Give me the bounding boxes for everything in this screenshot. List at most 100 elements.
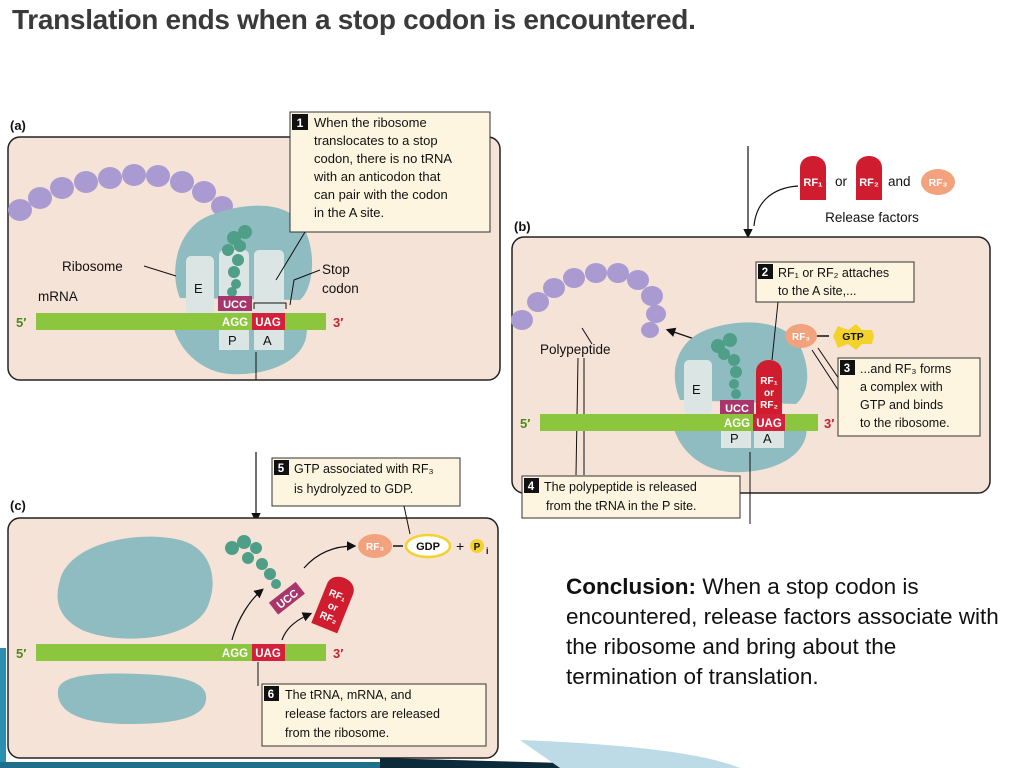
panel-c-rf-line2: or: [326, 600, 339, 614]
panel-a-site-p: P: [228, 333, 237, 348]
panel-c-step6-callout: [261, 683, 487, 747]
release-factors-label: Release factors: [825, 210, 919, 225]
panel-a: (a) E P A: [7, 111, 501, 381]
panel-b-bound-rf-line3: RF₂: [760, 400, 778, 411]
panel-b-step2-callout: [755, 261, 915, 303]
svg-text:to the ribosome.: to the ribosome.: [860, 416, 950, 430]
panel-b-polypeptide-label: Polypeptide: [540, 342, 611, 357]
panel-c-pi-shape: [470, 539, 484, 553]
panel-c-stop-codon: UAG: [255, 648, 281, 660]
panel-b-site-e: E: [692, 382, 701, 397]
panel-b-step2-line2: to the A site,...: [778, 284, 857, 298]
svg-text:can pair with the codon: can pair with the codon: [314, 187, 448, 202]
panel-c-step5-number: 5: [278, 463, 285, 475]
panel-b-gtp-burst: [833, 324, 874, 350]
panel-b-polypeptide: [511, 263, 666, 338]
panel-a-site-e-box: [186, 256, 214, 316]
rf3-label: RF₃: [929, 177, 948, 189]
panel-b-bound-rf: [756, 360, 782, 414]
panel-c: (c) UCC RF₁ or RF₂ RF₃ GDP: [7, 452, 499, 759]
panel-c-large-subunit: [57, 536, 213, 639]
panel-c-released-rf: [311, 576, 354, 634]
rf-or-label: or: [835, 174, 848, 189]
panel-c-plus: +: [456, 538, 464, 554]
panel-b-step3-number: 3: [844, 363, 850, 375]
panel-a-site-e: E: [194, 281, 203, 296]
panel-c-label: (c): [10, 498, 26, 513]
panel-c-pi-sub: i: [486, 546, 489, 556]
panel-c-step5-line2: is hydrolyzed to GDP.: [294, 482, 413, 496]
panel-a-site-a: A: [263, 333, 272, 348]
panel-a-mrna-label: mRNA: [38, 289, 78, 304]
panel-c-codon-p: AGG: [222, 648, 248, 660]
panel-b-rf3: [785, 324, 817, 348]
svg-text:translocates to a stop: translocates to a stop: [314, 133, 438, 148]
panel-a-stop-label-2: codon: [322, 281, 359, 296]
conclusion-body: When a stop codon is encountered, releas…: [566, 574, 999, 689]
slide-footer-decoration: [0, 648, 740, 768]
panel-a-stop-label-1: Stop: [322, 262, 350, 277]
panel-b-step3-text: ...and RF₃ forms a complex with GTP and …: [860, 362, 951, 430]
panel-c-rf3: [358, 534, 392, 558]
panel-a-step1-text: When the ribosome translocates to a stop…: [313, 115, 452, 220]
panel-b-gtp: GTP: [842, 331, 864, 343]
panel-a-3prime: 3′: [333, 315, 343, 330]
panel-c-3prime: 3′: [333, 646, 343, 661]
svg-text:...and RF₃ forms: ...and RF₃ forms: [860, 362, 951, 376]
conclusion-text: Conclusion: When a stop codon is encount…: [566, 572, 1006, 692]
panel-b-rf3-label: RF₃: [792, 332, 810, 343]
panel-b-anticodon: UCC: [725, 403, 749, 415]
panel-a-codon-p: AGG: [222, 317, 248, 329]
panel-c-step6-line3: from the ribosome.: [285, 726, 389, 740]
svg-text:codon, there is no tRNA: codon, there is no tRNA: [314, 151, 452, 166]
panel-a-step1-badge: [292, 114, 308, 130]
panel-b-mrna: [540, 414, 818, 431]
conclusion-label: Conclusion:: [566, 574, 696, 599]
panel-a-anticodon-box: [218, 296, 252, 311]
rf3-shape: [921, 169, 955, 195]
panel-a-polypeptide: [8, 164, 233, 221]
panel-b-site-p: P: [730, 431, 739, 446]
panel-c-step6-number: 6: [268, 689, 274, 701]
svg-text:with an anticodon that: with an anticodon that: [313, 169, 441, 184]
panel-b-label: (b): [514, 219, 531, 234]
panel-a-stop-codon: UAG: [255, 317, 281, 329]
panel-b: RF₁ or RF₂ and RF₃ Release factors (b) P…: [511, 146, 991, 524]
rf2-label: RF₂: [859, 177, 879, 189]
svg-text:GTP and binds: GTP and binds: [860, 398, 943, 412]
panel-b-3prime: 3′: [824, 416, 834, 431]
rf2-shape: [856, 156, 882, 200]
panel-a-ribosome-label: Ribosome: [62, 259, 123, 274]
svg-text:in the A site.: in the A site.: [314, 205, 384, 220]
panel-b-step3-callout: [837, 357, 981, 437]
panel-c-small-subunit: [57, 673, 207, 724]
svg-text:a complex with: a complex with: [860, 380, 943, 394]
panel-c-step6-line1: The tRNA, mRNA, and: [285, 688, 411, 702]
rf1-label: RF₁: [803, 177, 823, 189]
panel-b-bound-rf-line1: RF₁: [760, 376, 777, 387]
panel-a-stop-pointer: [289, 269, 321, 306]
panel-a-5prime: 5′: [16, 315, 26, 330]
panel-b-site-a: A: [763, 431, 772, 446]
panel-c-trna: [225, 535, 281, 589]
panel-a-label: (a): [10, 118, 26, 133]
panel-b-step4-number: 4: [528, 481, 535, 493]
panel-b-stop-codon: UAG: [756, 418, 782, 430]
panel-a-step1-callout: [289, 111, 491, 233]
panel-b-trna: [711, 333, 742, 399]
slide-title: Translation ends when a stop codon is en…: [12, 4, 696, 35]
panel-b-bound-rf-line2: or: [764, 388, 774, 399]
rf-and-label: and: [888, 174, 911, 189]
rf1-shape: [800, 156, 826, 200]
panel-c-step5-line1: GTP associated with RF₃: [294, 462, 434, 476]
panel-b-step2-line1: RF₁ or RF₂ attaches: [778, 266, 889, 280]
panel-a-ribosome-pointer: [143, 265, 177, 277]
panel-c-step5-callout: [271, 457, 461, 507]
panel-b-step4-callout: [521, 475, 741, 519]
panel-c-step6-line2: release factors are released: [285, 707, 440, 721]
panel-b-step4-line2: from the tRNA in the P site.: [546, 499, 697, 513]
panel-b-5prime: 5′: [520, 416, 530, 431]
panel-a-stop-codon-box: [252, 313, 285, 330]
panel-b-step4-line1: The polypeptide is released: [544, 480, 697, 494]
